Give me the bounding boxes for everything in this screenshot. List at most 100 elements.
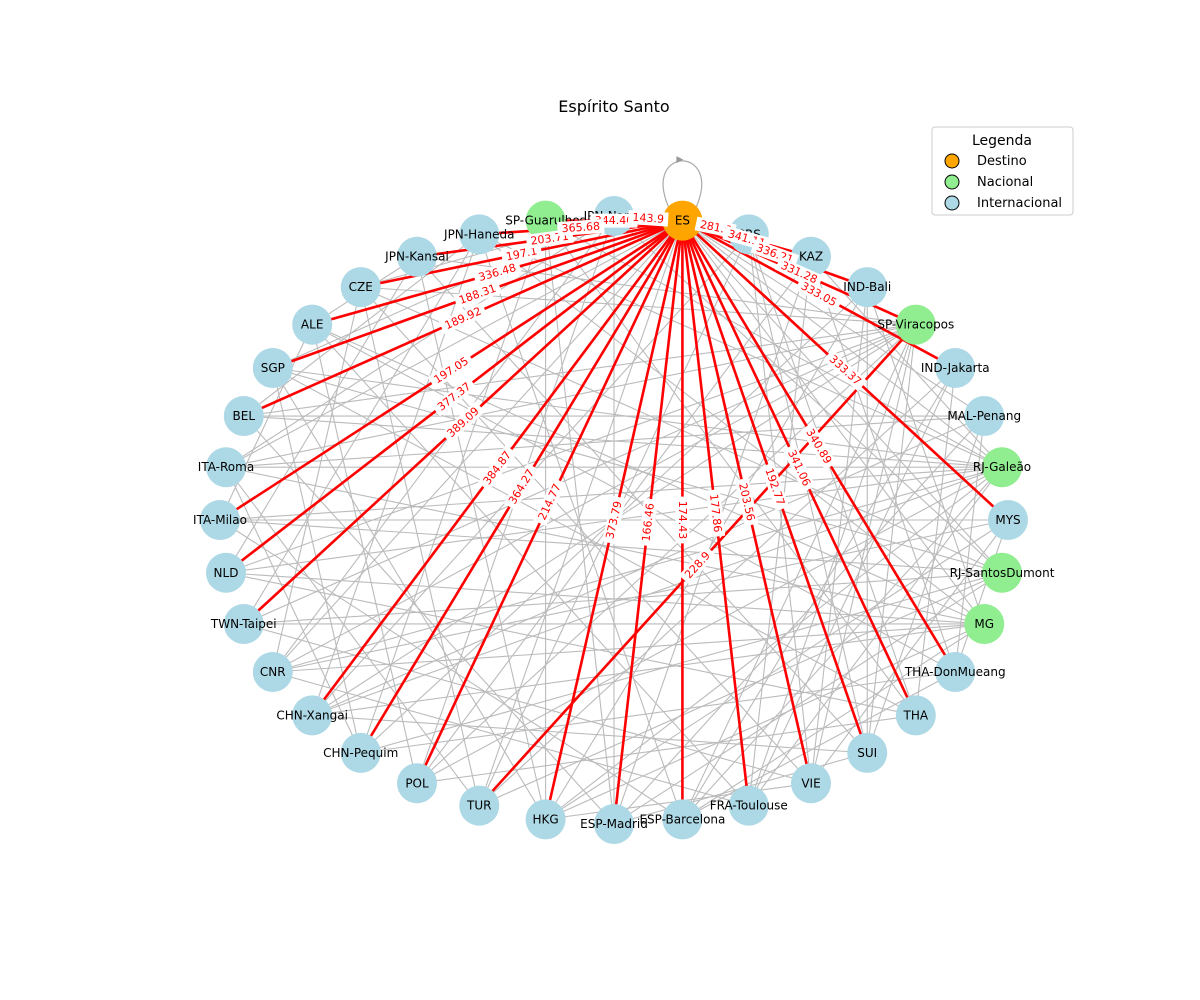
edge-label-chn-xangai-bg xyxy=(477,445,517,491)
node-sgp xyxy=(252,348,293,388)
node-label-es: ES xyxy=(675,214,690,228)
edge-label-tha-donmueang-bg xyxy=(800,422,837,470)
edge-esp-madrid-bel xyxy=(243,415,615,825)
edge-label-jpn-haneda-bg xyxy=(557,218,605,237)
edge-label-fra-toulouse: 177.86 xyxy=(707,493,724,533)
edge-mg-chn-xangai xyxy=(312,623,985,716)
legend-marker-destino xyxy=(944,153,960,169)
edge-es-rj-santosdumont xyxy=(682,220,1003,574)
legend-title: Legenda xyxy=(972,133,1032,149)
edge-rj-santosdumont-tur xyxy=(479,572,1003,807)
edge-ind-jakarta-esp-barcelona xyxy=(681,367,956,820)
edge-tur-cze xyxy=(360,286,480,806)
node-chn-pequim xyxy=(340,732,381,773)
node-label-chn-pequim: CHN-Pequim xyxy=(323,746,398,760)
edge-label-sp-viracopos-bg xyxy=(774,256,824,289)
node-label-mal-penang: MAL-Penang xyxy=(947,409,1021,423)
edge-label-esp-barcelona-bg xyxy=(675,496,690,544)
edge-cnr-cze xyxy=(272,286,362,673)
secondary-edges-layer xyxy=(219,215,1009,825)
edge-sp-viracopos-cze xyxy=(360,286,916,326)
node-hkg xyxy=(525,799,566,840)
edge-tha-nld xyxy=(225,572,916,716)
edge-crs-sui xyxy=(748,234,868,754)
legend-label-nacional: Nacional xyxy=(977,175,1033,190)
node-label-ita-roma: ITA-Roma xyxy=(198,460,254,474)
edge-label-chn-pequim-bg xyxy=(503,463,540,511)
node-ind-bali xyxy=(847,267,888,308)
node-esp-madrid xyxy=(594,804,634,844)
node-bel xyxy=(223,396,264,437)
edge-mg-jpn-haneda xyxy=(478,233,985,625)
node-label-sgp: SGP xyxy=(261,361,285,375)
node-label-fra-toulouse: FRA-Toulouse xyxy=(710,799,788,813)
node-label-esp-madrid: ESP-Madrid xyxy=(580,817,648,831)
node-rj-galeao xyxy=(982,447,1023,488)
edge-label-cze: 197.1 xyxy=(505,244,538,263)
node-label-cze: CZE xyxy=(349,280,373,294)
edge-mal-penang-esp-madrid xyxy=(613,415,985,825)
edge-label-esp-barcelona: 174.43 xyxy=(676,501,689,540)
node-label-vie: VIE xyxy=(801,776,820,790)
edge-label-jpn-narita-group: 143.9 xyxy=(627,209,669,227)
edge-sp-viracopos-vie xyxy=(810,324,917,784)
edge-label-jpn-narita: 143.9 xyxy=(632,211,664,226)
edge-sp-viracopos-esp-barcelona xyxy=(681,324,917,820)
edge-mys-tha-donmueang xyxy=(954,519,1009,673)
edge-rj-galeao-ita-milao xyxy=(219,466,1003,521)
edge-rj-galeao-cnr xyxy=(272,466,1003,673)
node-label-sui: SUI xyxy=(857,746,877,760)
edge-label-cze-bg xyxy=(500,242,543,265)
node-ita-roma xyxy=(205,447,246,488)
legend-label-internacional: Internacional xyxy=(977,196,1062,211)
edge-label-pol-bg xyxy=(533,477,567,527)
edge-esp-barcelona-ita-milao xyxy=(219,519,683,820)
edge-label-esp-barcelona-group: 174.43 xyxy=(675,496,690,544)
edge-chn-xangai-jpn-haneda xyxy=(311,234,480,716)
node-label-tha-donmueang: THA-DonMueang xyxy=(904,665,1006,679)
node-label-tur: TUR xyxy=(466,799,491,813)
edge-label-esp-madrid-group: 166.46 xyxy=(638,498,658,547)
edge-label-twn-taipei-bg xyxy=(441,401,486,444)
node-tha xyxy=(895,695,936,736)
edge-fra-toulouse-ale xyxy=(311,324,750,807)
node-label-chn-xangai: CHN-Xangai xyxy=(276,708,348,722)
edge-label-bel-bg xyxy=(438,302,488,335)
edge-label-jpn-narita-bg xyxy=(627,209,669,227)
edge-label-jpn-haneda: 365.68 xyxy=(561,220,600,236)
node-label-ind-jakarta: IND-Jakarta xyxy=(921,361,990,375)
node-label-bel: BEL xyxy=(233,409,256,423)
node-label-ind-bali: IND-Bali xyxy=(843,280,891,294)
edge-label-esp-madrid: 166.46 xyxy=(640,502,657,542)
node-tha-donmueang xyxy=(935,652,976,692)
edge-label-fra-toulouse-bg xyxy=(705,489,726,538)
edge-mal-penang-ita-roma xyxy=(225,415,985,468)
edge-label-sp-viracopos-tur-bg xyxy=(678,545,717,585)
edge-rj-galeao-bel xyxy=(243,415,1003,468)
node-label-mg: MG xyxy=(974,617,994,631)
node-label-pol: POL xyxy=(405,776,429,790)
edge-chn-pequim-sgp xyxy=(272,367,362,754)
node-nld xyxy=(205,552,246,593)
self-loop-arrow xyxy=(676,156,684,164)
edge-sui-jpn-kansai xyxy=(416,256,868,754)
edge-es-ita-roma xyxy=(225,220,683,468)
node-es xyxy=(662,200,703,241)
node-cze xyxy=(340,267,381,308)
edge-tha-donmueang-ale xyxy=(311,324,956,673)
edge-label-fra-toulouse-group: 177.86 xyxy=(705,489,726,538)
edge-label-mys-bg xyxy=(823,349,868,392)
edge-chn-pequim-ita-roma xyxy=(225,466,362,754)
node-label-twn-taipei: TWN-Taipei xyxy=(210,617,277,631)
edge-label-nld-bg xyxy=(431,376,478,417)
edge-mal-penang-chn-xangai xyxy=(311,415,985,716)
edge-tha-pol xyxy=(416,714,916,784)
self-loop-edge xyxy=(662,160,703,207)
edge-tur-ita-roma xyxy=(225,466,480,806)
edge-rj-santosdumont-twn-taipei xyxy=(243,572,1003,625)
legend: Legenda Destino Nacional Internacional xyxy=(931,126,1074,216)
edge-mys-hkg xyxy=(545,519,1009,820)
edge-mg-ind-bali xyxy=(866,286,985,625)
edge-label-hkg-bg xyxy=(601,495,627,545)
